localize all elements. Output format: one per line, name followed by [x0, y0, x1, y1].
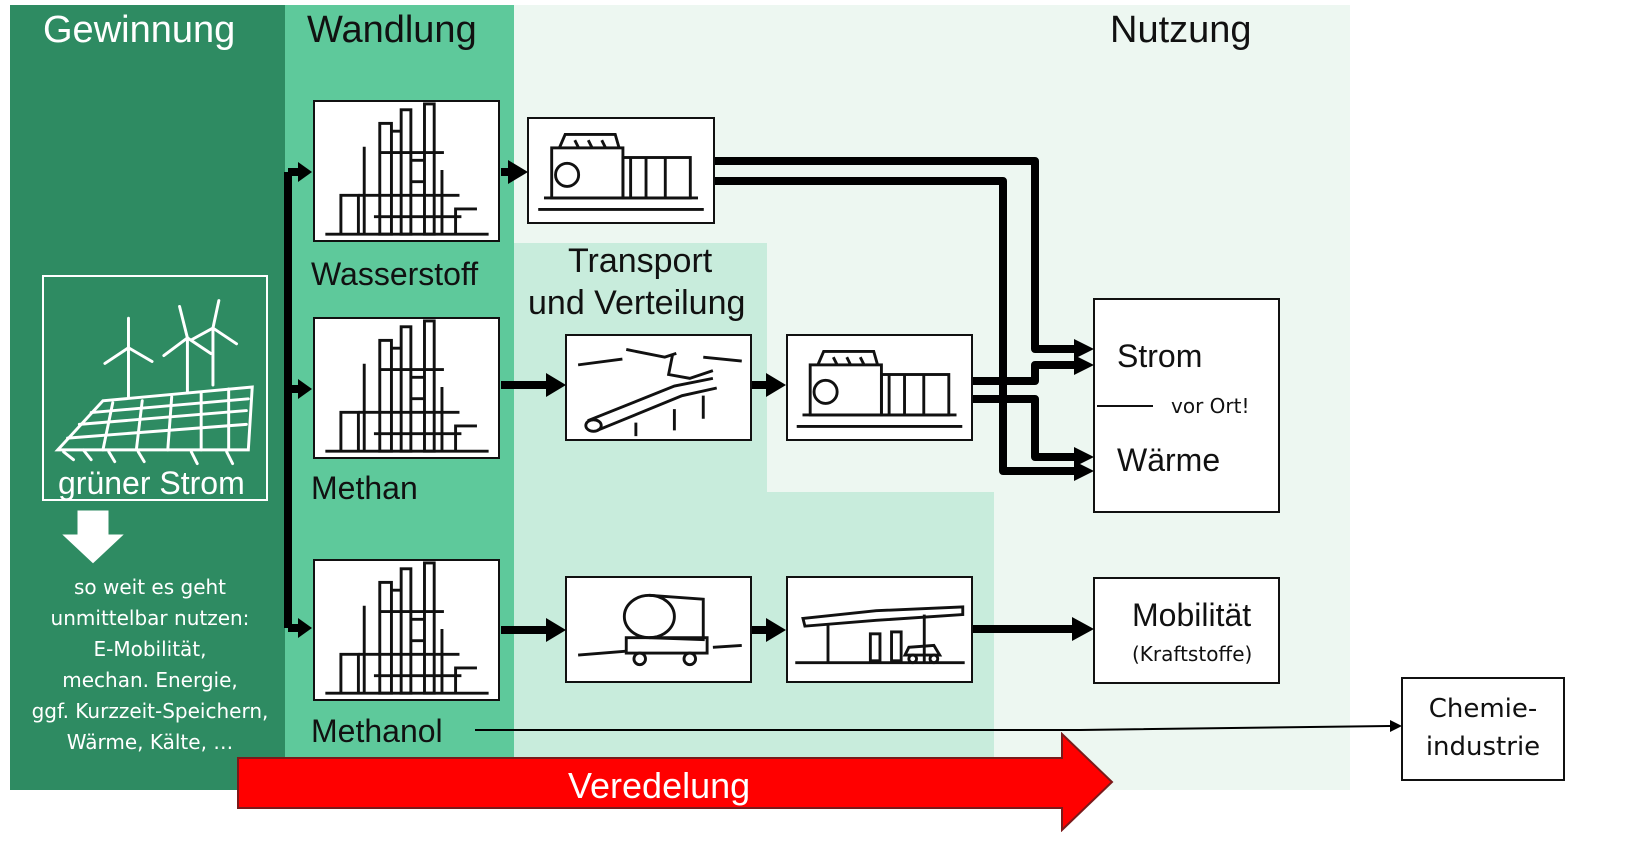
source-note-line: Wärme, Kälte, … — [66, 730, 234, 754]
source-label: grüner Strom — [58, 465, 245, 501]
plant-icon — [325, 561, 489, 695]
fuel-station-box — [786, 576, 973, 683]
pipeline-icon — [577, 348, 742, 437]
wind-solar-icon — [54, 299, 254, 466]
mobilitaet-box — [1093, 577, 1280, 684]
source-box — [42, 275, 268, 501]
vor-ort-divider — [1097, 405, 1153, 407]
generator-box-middle — [786, 334, 973, 441]
plant-icon — [325, 319, 489, 453]
hydrogen-plant-box — [313, 100, 500, 242]
generator-icon — [796, 349, 963, 428]
pipeline-box — [565, 334, 752, 441]
tanker-truck-icon — [578, 593, 742, 667]
chemie-label-line: industrie — [1425, 732, 1541, 762]
waerme-label: Wärme — [1117, 442, 1221, 478]
vor-ort-label: vor Ort! — [1171, 394, 1250, 418]
header-wandlung: Wandlung — [307, 9, 477, 51]
methanol-plant-box — [313, 559, 500, 701]
methanol-label: Methanol — [311, 713, 443, 749]
source-note-line: ggf. Kurzzeit-Speichern, — [31, 699, 269, 723]
hydrogen-label: Wasserstoff — [311, 256, 479, 292]
source-note: so weit es geht unmittelbar nutzen: E-Mo… — [10, 572, 290, 758]
source-note-line: mechan. Energie, — [62, 668, 238, 692]
header-transport-line2: und Verteilung — [528, 284, 746, 322]
header-nutzung: Nutzung — [1110, 9, 1252, 51]
fuel-station-icon — [795, 605, 965, 665]
methane-label: Methan — [311, 470, 418, 506]
chemie-label-line: Chemie- — [1428, 694, 1538, 724]
generator-box-top — [527, 117, 715, 224]
chemie-box — [1401, 677, 1565, 781]
methane-plant-box — [313, 317, 500, 459]
kraftstoffe-label: (Kraftstoffe) — [1132, 642, 1253, 666]
generator-icon — [538, 132, 704, 211]
mobilitaet-label: Mobilität — [1132, 597, 1252, 633]
header-transport-line1: Transport — [568, 242, 713, 280]
down-arrow-icon — [59, 509, 127, 565]
tanker-box — [565, 576, 752, 683]
source-note-line: E-Mobilität, — [93, 637, 207, 661]
source-note-line: unmittelbar nutzen: — [50, 606, 250, 630]
plant-icon — [325, 102, 489, 236]
veredelung-arrow — [237, 732, 1114, 832]
chemie-label: Chemie- industrie — [1401, 690, 1565, 766]
veredelung-label: Veredelung — [568, 765, 751, 806]
source-note-line: so weit es geht — [73, 575, 227, 599]
strom-label: Strom — [1117, 338, 1203, 374]
header-gewinnung: Gewinnung — [43, 9, 236, 51]
